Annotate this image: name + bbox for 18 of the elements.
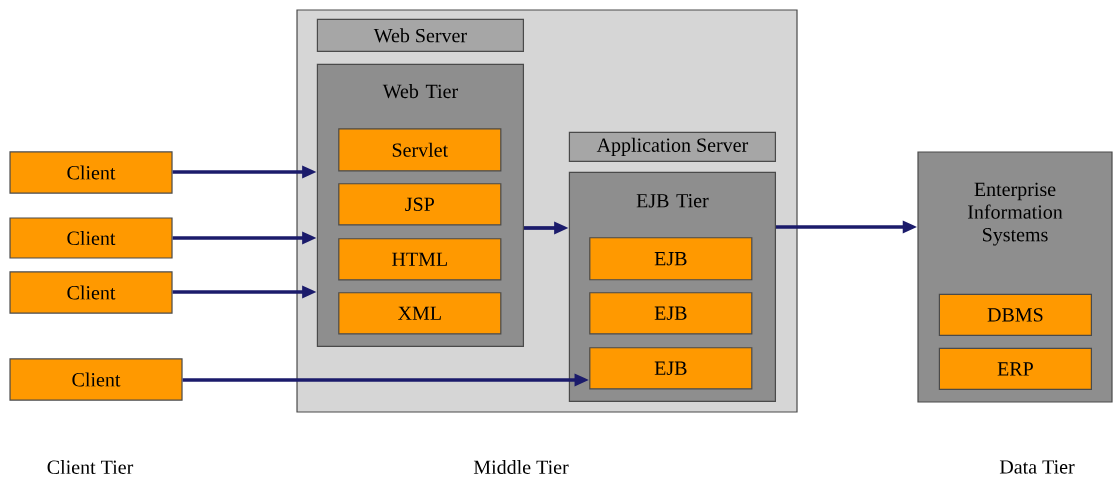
component-box: EJB [589,347,753,390]
server-label-box: Web Server [316,18,524,52]
component-box: Servlet [338,128,502,172]
component-box: EJB [589,292,753,335]
component-box: JSP [338,183,502,226]
client-box: Client [9,217,173,259]
server-label-box: Application Server [568,131,776,163]
client-box: Client [9,271,173,314]
client-box: Client [9,358,183,401]
component-box: HTML [338,238,502,281]
tier-label: Data Tier [999,460,1075,474]
component-box: DBMS [938,293,1092,337]
tier-label: Middle Tier [473,459,569,474]
client-box: Client [9,151,173,194]
tier-label: Client Tier [47,459,134,474]
component-box: XML [338,292,502,335]
component-box: EJB [589,237,753,281]
component-box: ERP [938,347,1092,391]
